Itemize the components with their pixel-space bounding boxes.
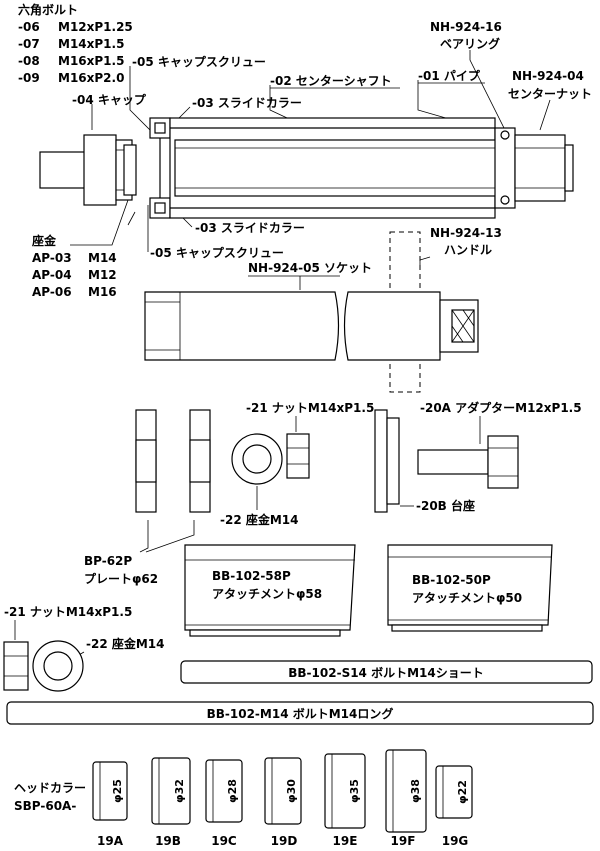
washer-m14-bottom-label: -22 座金M14	[86, 636, 165, 651]
base-label: -20B 台座	[416, 498, 475, 513]
collar-19f	[385, 749, 427, 833]
socket-right	[343, 291, 441, 361]
collar-dia: φ35	[348, 779, 361, 803]
plate-name: プレートφ62	[84, 571, 158, 586]
washer-code: AP-04	[32, 268, 72, 282]
base-20b	[374, 409, 388, 513]
slide-collar-bottom-label: -03 スライドカラー	[195, 221, 305, 235]
hex-bolt-size: M16xP1.5	[58, 54, 124, 68]
adapter-label: -20A アダプターM12xP1.5	[420, 400, 582, 415]
nut-m14-top-label: -21 ナットM14xP1.5	[246, 401, 374, 415]
nut-m14-bottom	[3, 641, 29, 691]
cap-screw-top-label: -05 キャップスクリュー	[132, 54, 266, 69]
collar-19d	[264, 757, 302, 825]
attachment-50	[387, 544, 553, 632]
plate-code: BP-62P	[84, 554, 132, 568]
hex-bolt-size: M16xP2.0	[58, 71, 124, 85]
collar-code: 19F	[391, 834, 416, 848]
bottom-nut-washer	[3, 640, 84, 692]
collar-19b	[151, 757, 191, 825]
washer-part	[123, 144, 137, 196]
washer-size: M12	[88, 268, 117, 282]
washer-size: M14	[88, 251, 117, 265]
cap-body	[83, 134, 117, 206]
collar-19e	[324, 753, 366, 829]
collar-19g	[435, 765, 473, 819]
collar-dia: φ38	[409, 779, 422, 803]
att50-code: BB-102-50P	[412, 573, 491, 587]
hex-bolt-code: -09	[18, 71, 40, 85]
parts-row-drawing	[135, 409, 519, 513]
nut-m14-top	[286, 433, 310, 479]
collar-code: 19G	[442, 834, 469, 848]
main-assembly	[39, 117, 574, 219]
collar-dia: φ25	[111, 779, 124, 803]
collar-dia: φ28	[226, 779, 239, 803]
head-collar-label-2: SBP-60A-	[14, 799, 76, 813]
collar-code: 19B	[155, 834, 181, 848]
attachment-58	[184, 544, 356, 637]
collar-code: 19A	[97, 834, 124, 848]
washer-title: 座金	[31, 233, 57, 248]
washer-code: AP-03	[32, 251, 72, 265]
bearing-code-label: NH-924-16	[430, 20, 502, 34]
adapter-bolt	[417, 449, 489, 475]
hex-bolt-size: M12xP1.25	[58, 20, 133, 34]
bolt-long	[6, 701, 594, 725]
hex-bolt-size: M14xP1.5	[58, 37, 124, 51]
cap-screw-bottom-label: -05 キャップスクリュー	[150, 245, 284, 260]
bolt-short	[180, 660, 593, 684]
washer-size: M16	[88, 285, 117, 299]
center-shaft-label: -02 センターシャフト	[270, 74, 392, 88]
pipe-label: -01 パイプ	[418, 68, 481, 83]
head-collar-label-1: ヘッドカラー	[14, 781, 86, 795]
bolt-short-label: BB-102-S14 ボルトM14ショート	[288, 665, 483, 680]
hex-bolt-code: -07	[18, 37, 40, 51]
att58-name: アタッチメントφ58	[212, 587, 322, 601]
head-collars: φ25 φ32 φ28 φ30 φ35 φ38 φ22	[92, 749, 473, 833]
handle-name: ハンドル	[444, 243, 492, 257]
center-nut-label: センターナット	[508, 87, 592, 101]
bearing-label: ベアリング	[440, 36, 500, 51]
collar-code: 19C	[211, 834, 237, 848]
center-nut-code-label: NH-924-04	[512, 69, 584, 83]
center-nut	[514, 134, 566, 202]
slide-collar-top-label: -03 スライドカラー	[192, 96, 302, 110]
socket-handle-drawing	[144, 231, 479, 393]
collar-code: 19E	[333, 834, 358, 848]
bolt-long-label: BB-102-M14 ボルトM14ロング	[207, 706, 394, 721]
washer-m14-top-label: -22 座金M14	[220, 512, 299, 527]
att58-code: BB-102-58P	[212, 569, 291, 583]
hex-bolt-shank	[39, 151, 89, 189]
cap-label: -04 キャップ	[72, 92, 147, 107]
collar-19a	[92, 761, 128, 821]
hex-bolt-code: -06	[18, 20, 40, 34]
hex-bolt-title: 六角ボルト	[18, 2, 78, 17]
nut-m14-bottom-label: -21 ナットM14xP1.5	[4, 605, 132, 619]
att50-name: アタッチメントφ50	[412, 591, 522, 605]
collar-code: 19D	[271, 834, 298, 848]
center-shaft	[174, 139, 506, 197]
hex-bolt-code: -08	[18, 54, 40, 68]
collar-19c	[205, 759, 243, 823]
collar-dia: φ32	[173, 779, 186, 803]
collar-dia: φ30	[285, 779, 298, 803]
washer-code: AP-06	[32, 285, 72, 299]
collar-dia: φ22	[456, 780, 469, 804]
socket-label: NH-924-05 ソケット	[248, 261, 372, 275]
socket-left	[144, 291, 340, 361]
handle-code: NH-924-13	[430, 226, 502, 240]
